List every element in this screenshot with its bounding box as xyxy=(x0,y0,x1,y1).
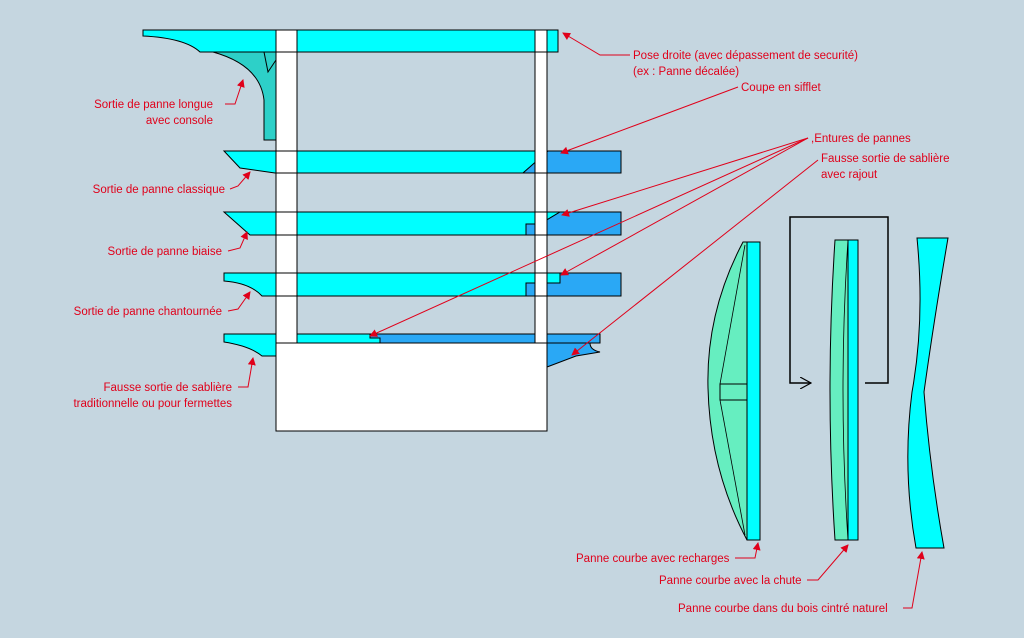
label-panne-longue-2: avec console xyxy=(146,115,213,127)
curved-natural xyxy=(907,237,949,549)
label-courbe-recharges: Panne courbe avec recharges xyxy=(576,553,730,565)
beam-chantournee xyxy=(223,272,561,297)
recharge-block xyxy=(719,383,748,401)
recharge-straight-beam xyxy=(746,241,761,541)
recharge-diagonal-top xyxy=(719,244,746,385)
label-fausse-rajout-1: Fausse sortie de sablière xyxy=(821,153,949,165)
post-beam-lines xyxy=(276,51,547,297)
beam-chantournee-extension xyxy=(525,272,622,297)
label-panne-biaise: Sortie de panne biaise xyxy=(108,246,222,258)
label-panne-classique: Sortie de panne classique xyxy=(93,184,225,196)
label-coupe-sifflet: Coupe en sifflet xyxy=(741,82,822,94)
red-annotations: Pose droite (avec dépassement de securit… xyxy=(73,32,949,615)
label-entures: ,Entures de pannes xyxy=(811,133,911,145)
label-panne-chantournee: Sortie de panne chantournée xyxy=(74,306,222,318)
top-beam xyxy=(142,29,559,53)
sabliere-rajout xyxy=(546,342,601,368)
label-courbe-chute: Panne courbe avec la chute xyxy=(659,575,802,587)
curved-chute-beam xyxy=(835,239,859,541)
label-fausse-rajout-2: avec rajout xyxy=(821,169,878,181)
recharge-diagonal-bottom xyxy=(719,399,746,536)
console-bracket xyxy=(212,51,277,141)
label-pose-droite-2: (ex : Panne décalée) xyxy=(633,66,739,78)
label-panne-longue-1: Sortie de panne longue xyxy=(94,99,213,111)
label-courbe-naturel: Panne courbe dans du bois cintré naturel xyxy=(678,603,888,615)
label-pose-droite-1: Pose droite (avec dépassement de securit… xyxy=(633,50,858,62)
curved-chute-inner xyxy=(842,239,849,541)
label-fausse-trad-2: traditionnelle ou pour fermettes xyxy=(73,398,232,410)
label-fausse-trad-1: Fausse sortie de sablière xyxy=(104,382,232,394)
beam-biaise xyxy=(222,211,562,236)
beam-classique xyxy=(222,150,549,174)
wall-block xyxy=(275,342,548,432)
transform-arrow xyxy=(789,216,889,383)
